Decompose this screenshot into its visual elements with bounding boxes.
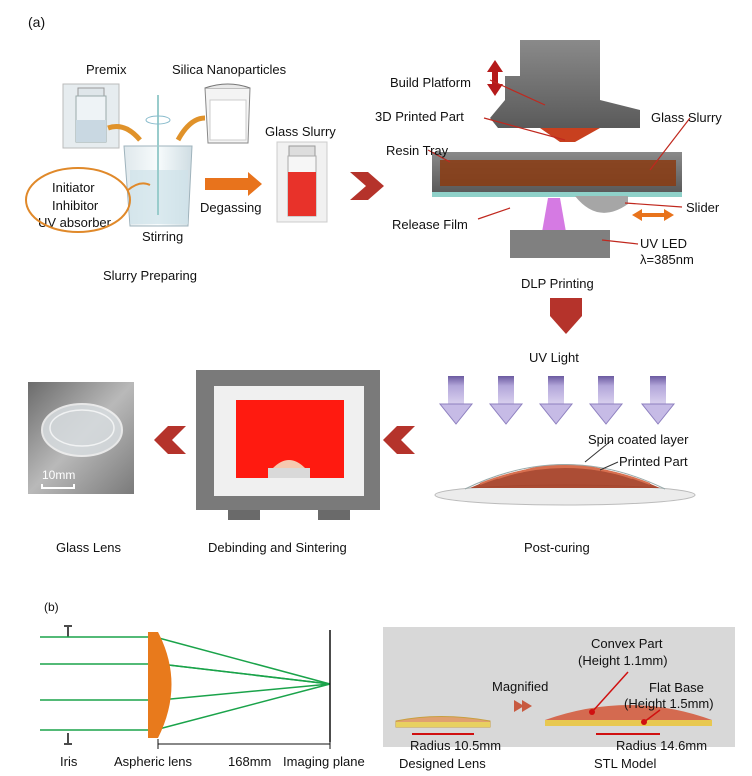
uv-arrow: [538, 376, 574, 425]
uv-led-label: UV LED: [640, 236, 687, 251]
slider-label: Slider: [686, 200, 720, 215]
post-curing-caption: Post-curing: [524, 540, 590, 555]
additives-pointer: [127, 182, 151, 191]
aspheric-lens-label: Aspheric lens: [114, 754, 193, 769]
glass-slurry-dlp-label: Glass Slurry: [651, 110, 722, 125]
printed-part-post-label: Printed Part: [619, 454, 688, 469]
uv-arrow: [640, 376, 676, 425]
imaging-plane-label: Imaging plane: [283, 754, 365, 769]
inhibitor-label: Inhibitor: [52, 198, 99, 213]
slurry-preparing-caption: Slurry Preparing: [103, 268, 197, 283]
premix-label: Premix: [86, 62, 127, 77]
uv-led-box: [510, 230, 610, 258]
printed-part-label: 3D Printed Part: [375, 109, 464, 124]
slider-arrow: [632, 209, 674, 221]
uv-arrow: [588, 376, 624, 425]
dlp-printer: [427, 40, 691, 258]
additives-ellipse: [25, 167, 131, 233]
to-furnace-chevron: [383, 426, 415, 454]
printed-part: [540, 128, 600, 142]
stl-model-caption: STL Model: [594, 756, 657, 771]
panel-a-label: (a): [28, 14, 46, 30]
postcure-part: [434, 439, 696, 506]
optics-schematic: [40, 625, 331, 749]
sintering-furnace: [196, 370, 380, 520]
glass-slurry-label: Glass Slurry: [265, 124, 336, 139]
glass-lens-photo: [28, 382, 134, 494]
initiator-label: Initiator: [52, 180, 95, 195]
degassing-label: Degassing: [200, 200, 262, 215]
resin-tray-label: Resin Tray: [386, 143, 449, 158]
release-film-label: Release Film: [392, 217, 468, 232]
uv-arrow: [488, 376, 524, 425]
iris-label: Iris: [60, 754, 78, 769]
uv-absorber-label: UV absorber: [38, 215, 111, 230]
build-platform: [490, 40, 640, 128]
designed-lens-caption: Designed Lens: [399, 756, 486, 771]
release-film: [432, 192, 682, 197]
flat-height-label: (Height 1.5mm): [624, 696, 714, 711]
light-rays: [40, 636, 331, 731]
flat-base-label: Flat Base: [649, 680, 704, 695]
radius-stl-label: Radius 14.6mm: [616, 738, 708, 753]
glass-slurry-vial: [276, 141, 328, 223]
degassing-arrow: [205, 172, 262, 196]
uv-arrow: [438, 376, 474, 425]
convex-height-label: (Height 1.1mm): [578, 653, 668, 668]
uv-light-label: UV Light: [529, 350, 579, 365]
wavelength-label: λ=385nm: [640, 252, 694, 267]
slurry-layer: [440, 160, 676, 186]
to-postcure-chevron: [550, 298, 582, 334]
aspheric-lens-shape: [148, 632, 172, 738]
slider: [575, 196, 628, 213]
build-platform-label: Build Platform: [390, 75, 471, 90]
convex-part-label: Convex Part: [591, 636, 663, 651]
scale-bar-label: 10mm: [42, 468, 76, 482]
silica-to-beaker-arrow: [175, 115, 206, 142]
dlp-printing-caption: DLP Printing: [521, 276, 594, 291]
glass-lens-caption: Glass Lens: [56, 540, 122, 555]
silica-label: Silica Nanoparticles: [172, 62, 287, 77]
silica-beaker: [204, 83, 251, 144]
platform-motion-arrow: [487, 60, 503, 96]
to-dlp-chevron: [350, 172, 384, 200]
spin-coated-label: Spin coated layer: [588, 432, 689, 447]
premix-vial: [62, 83, 120, 149]
stirring-beaker: [123, 95, 193, 227]
uv-arrows: [438, 376, 676, 425]
distance-label: 168mm: [228, 754, 272, 769]
to-lens-chevron: [154, 426, 186, 454]
magnified-label: Magnified: [492, 679, 549, 694]
sintering-caption: Debinding and Sintering: [208, 540, 347, 555]
radius-designed-label: Radius 10.5mm: [410, 738, 502, 753]
stirring-label: Stirring: [142, 229, 184, 244]
panel-b-label: (b): [44, 600, 59, 614]
premix-to-beaker-arrow: [107, 124, 142, 142]
uv-beam: [542, 198, 566, 232]
stl-render: [383, 627, 735, 747]
